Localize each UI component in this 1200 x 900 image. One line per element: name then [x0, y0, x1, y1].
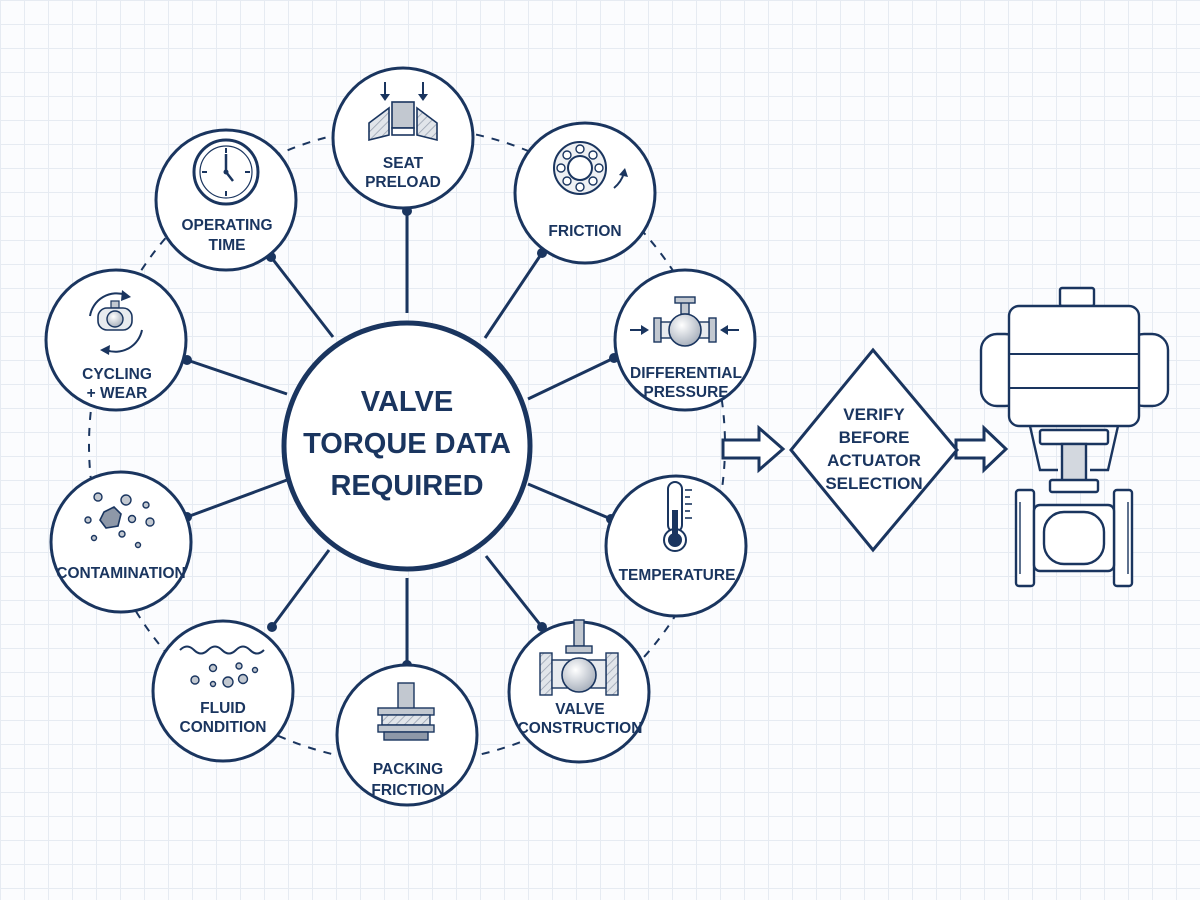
hub-title-line1: VALVE	[361, 386, 453, 418]
decision-label-line4: SELECTION	[825, 474, 922, 493]
seat-preload-label-line2: PRELOAD	[365, 174, 441, 191]
decision-label-line3: ACTUATOR	[827, 451, 921, 470]
actuated-ball-valve-illustration	[979, 286, 1170, 588]
contamination-label: CONTAMINATION	[56, 565, 185, 582]
node-operating-time: OPERATING TIME	[154, 128, 298, 272]
cycling-wear-label-line1: CYCLING	[82, 366, 152, 383]
node-fluid-condition: FLUID CONDITION	[151, 619, 295, 763]
flow-arrow-right-2	[954, 424, 1009, 474]
node-seat-preload: SEAT PRELOAD	[331, 66, 475, 210]
node-cycling-wear: CYCLING + WEAR	[44, 268, 188, 412]
cycling-valve-icon	[89, 290, 143, 355]
fluid-condition-label-line2: CONDITION	[180, 719, 267, 736]
bearing-icon	[553, 141, 628, 195]
valve-construction-label-line1: VALVE	[555, 701, 604, 718]
friction-label: FRICTION	[548, 223, 621, 240]
packing-stem-icon	[377, 682, 435, 741]
clock-icon	[192, 138, 260, 206]
spoke-connectors	[182, 206, 619, 670]
packing-friction-label-line2: FRICTION	[371, 782, 444, 799]
contamination-particles-icon	[84, 492, 155, 549]
node-friction: FRICTION	[513, 121, 657, 265]
hub-title-line2: TORQUE DATA	[303, 428, 511, 460]
decision-label-line2: BEFORE	[839, 428, 910, 447]
hub-title-line3: REQUIRED	[330, 470, 483, 502]
differential-pressure-label-line1: DIFFERENTIAL	[630, 365, 742, 382]
node-temperature: TEMPERATURE	[604, 474, 748, 618]
operating-time-label-line1: OPERATING	[182, 217, 273, 234]
packing-friction-label-line1: PACKING	[373, 761, 443, 778]
operating-time-label-line2: TIME	[208, 237, 245, 254]
pressure-valve-icon	[630, 296, 739, 347]
central-hub: VALVE TORQUE DATA REQUIRED	[281, 320, 533, 572]
thermometer-icon	[663, 481, 692, 552]
seat-preload-icon	[368, 82, 438, 142]
node-differential-pressure: DIFFERENTIAL PRESSURE	[613, 268, 757, 412]
valve-construction-label-line2: CONSTRUCTION	[518, 720, 643, 737]
temperature-label: TEMPERATURE	[619, 567, 736, 584]
seat-preload-label-line1: SEAT	[383, 155, 424, 172]
fluid-particles-icon	[179, 645, 265, 688]
node-packing-friction: PACKING FRICTION	[335, 663, 479, 807]
valve-construction-icon	[539, 619, 619, 696]
decision-diamond: VERIFY BEFORE ACTUATOR SELECTION	[789, 347, 959, 553]
differential-pressure-label-line2: PRESSURE	[643, 384, 728, 401]
cycling-wear-label-line2: + WEAR	[87, 385, 148, 402]
decision-label-line1: VERIFY	[843, 405, 905, 424]
fluid-condition-label-line1: FLUID	[200, 700, 246, 717]
flow-arrow-right-1	[721, 424, 786, 474]
node-valve-construction: VALVE CONSTRUCTION	[507, 619, 651, 764]
node-contamination: CONTAMINATION	[49, 470, 193, 614]
